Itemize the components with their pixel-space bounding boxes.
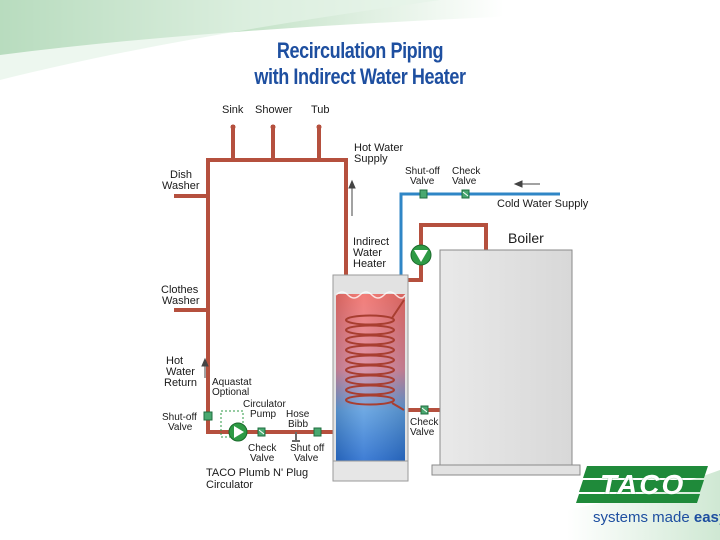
sink-label: Sink bbox=[222, 104, 244, 116]
hot-water-return-label-2: Water bbox=[166, 366, 195, 378]
check-bottom-label-1: Check bbox=[248, 443, 277, 454]
shutoff-top-label-2: Valve bbox=[410, 176, 435, 187]
boiler-unit bbox=[431, 249, 581, 476]
taco-tagline: systems made easy bbox=[593, 509, 720, 526]
shutoff-top-label-1: Shut-off bbox=[405, 166, 440, 177]
plumb-plug-label-2: Circulator bbox=[206, 479, 254, 491]
check-top-label-2: Valve bbox=[452, 176, 477, 187]
plumb-plug-label-1: TACO Plumb N' Plug bbox=[206, 467, 309, 479]
shutoff-valve-top bbox=[419, 189, 428, 199]
shutoff-bottom-label-2: Valve bbox=[294, 453, 319, 464]
taco-logo-text: TACO bbox=[600, 469, 686, 500]
indirect-water-heater-tank bbox=[332, 274, 409, 482]
tub-label: Tub bbox=[311, 104, 330, 116]
hose-bibb-label-1: Hose bbox=[286, 409, 310, 420]
check-bottom-label-2: Valve bbox=[250, 453, 275, 464]
shutoff-left-label-1: Shut-off bbox=[162, 412, 197, 423]
hot-water-supply-label-2: Supply bbox=[354, 153, 388, 165]
hot-water-distribution-piping bbox=[174, 125, 348, 434]
recirculation-pump-icon bbox=[220, 410, 248, 442]
dish-washer-label-1: Dish bbox=[170, 169, 193, 181]
cold-water-supply-label: Cold Water Supply bbox=[497, 198, 589, 210]
circulator-pump-label-2: Pump bbox=[250, 409, 277, 420]
fixture-branch-caps bbox=[230, 124, 322, 130]
hot-water-return-label-3: Return bbox=[164, 377, 198, 389]
check-valve-markings bbox=[258, 191, 469, 435]
clothes-washer-label-2: Washer bbox=[162, 295, 200, 307]
indirect-heater-label-2: Water bbox=[353, 247, 382, 259]
taco-tagline-prefix: systems made bbox=[593, 509, 694, 526]
aquastat-label-2: Optional bbox=[212, 387, 250, 398]
shutoff-valve-bottom bbox=[313, 427, 322, 437]
hot-water-supply-label-1: Hot Water bbox=[354, 142, 404, 154]
hot-water-return-label-1: Hot bbox=[166, 355, 184, 367]
indirect-heater-label-3: Heater bbox=[353, 258, 387, 270]
shutoff-left-label-2: Valve bbox=[168, 422, 193, 433]
flow-arrows bbox=[201, 179, 540, 378]
background-swoosh-top-light bbox=[0, 0, 440, 80]
boiler-circulator-pump-icon bbox=[410, 244, 432, 266]
boiler-label: Boiler bbox=[508, 230, 544, 246]
indirect-heater-label-1: Indirect bbox=[353, 236, 390, 248]
check-right-label-2: Valve bbox=[410, 427, 435, 438]
shutoff-bottom-label-1: Shut off bbox=[290, 443, 325, 454]
shutoff-valve-left bbox=[203, 411, 213, 421]
heat-exchanger-coil bbox=[345, 299, 405, 411]
shower-label: Shower bbox=[255, 104, 293, 116]
dish-washer-label-2: Washer bbox=[162, 180, 200, 192]
slide-title-line-2: with Indirect Water Heater bbox=[254, 64, 466, 89]
slide-title-line-1: Recirculation Piping bbox=[276, 38, 444, 63]
aquastat-label-1: Aquastat bbox=[212, 377, 252, 388]
hose-bibb bbox=[292, 432, 300, 442]
cold-water-supply-piping bbox=[399, 192, 560, 300]
taco-logo-icon bbox=[576, 466, 708, 503]
hose-bibb-label-2: Bibb bbox=[288, 419, 309, 430]
check-top-label-1: Check bbox=[452, 166, 481, 177]
check-right-label-1: Check bbox=[410, 417, 439, 428]
clothes-washer-label-1: Clothes bbox=[161, 284, 199, 296]
circulator-pump-label-1: Circulator bbox=[243, 399, 286, 410]
taco-tagline-emphasis: easy bbox=[693, 509, 720, 526]
background-swoosh-bottom bbox=[380, 470, 720, 540]
